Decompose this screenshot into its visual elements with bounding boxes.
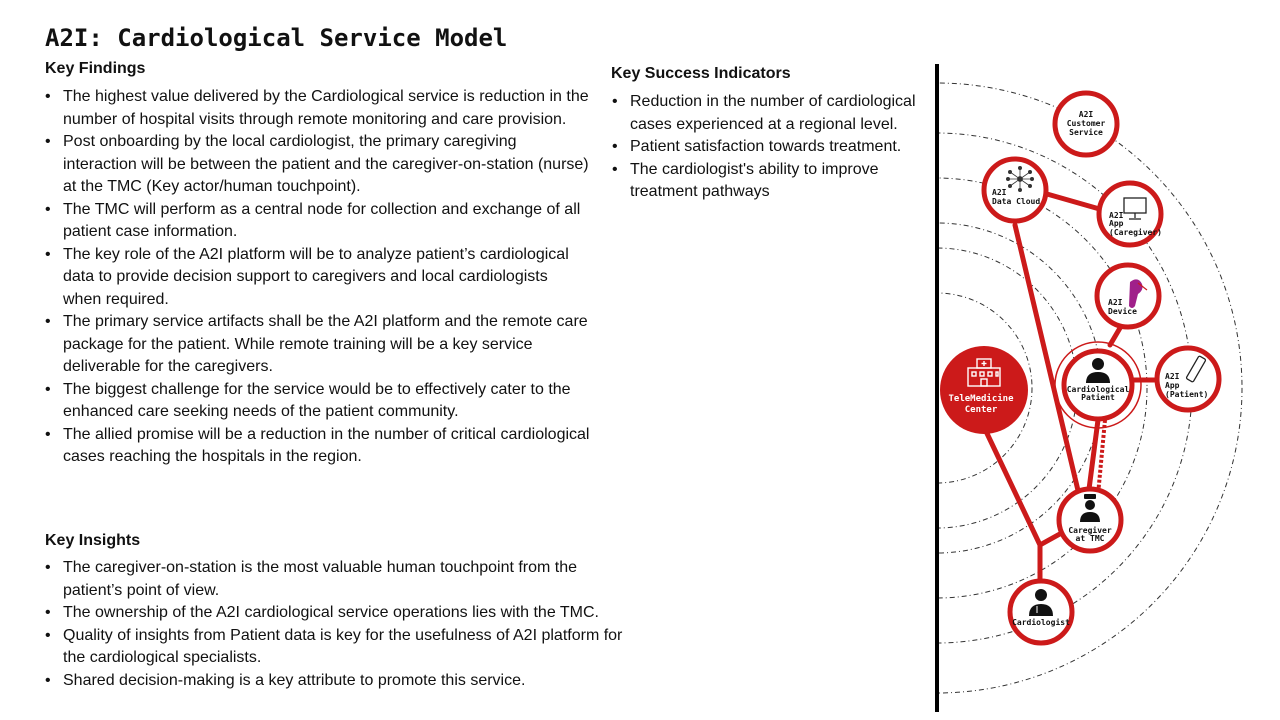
- node-customer-service: A2I Customer Service: [1052, 90, 1120, 158]
- connector-device-patient: [1107, 325, 1123, 348]
- page-title: A2I: Cardiological Service Model: [45, 24, 508, 52]
- node-app-patient: A2I App (Patient): [1154, 345, 1222, 413]
- list-item: Reduction in the number of cardiological…: [612, 91, 932, 136]
- list-item: The allied promise will be a reduction i…: [45, 424, 590, 469]
- node-caregiver-tmc: Caregiver at TMC: [1056, 486, 1124, 554]
- node-tmc: TeleMedicine Center: [940, 346, 1028, 434]
- list-item: The highest value delivered by the Cardi…: [45, 86, 590, 131]
- list-item: The ownership of the A2I cardiological s…: [45, 602, 630, 625]
- key-findings-list: The highest value delivered by the Cardi…: [45, 86, 590, 469]
- key-success-indicators-list: Reduction in the number of cardiological…: [612, 91, 932, 204]
- list-item: The primary service artifacts shall be t…: [45, 311, 590, 379]
- node-patient: Cardiological Patient: [1054, 341, 1142, 429]
- doctor-icon: [1029, 589, 1053, 616]
- svg-text:Caregiver: Caregiver: [1068, 525, 1112, 535]
- key-findings-heading: Key Findings: [45, 60, 146, 77]
- list-item: Quality of insights from Patient data is…: [45, 625, 630, 670]
- list-item: Shared decision-making is a key attribut…: [45, 670, 630, 693]
- svg-text:A2I: A2I: [992, 188, 1007, 197]
- svg-text:(Caregiver): (Caregiver): [1109, 227, 1162, 237]
- node-device: A2I Device: [1094, 262, 1162, 330]
- person-icon: [1086, 358, 1110, 383]
- connector-cloud-caregiver: [1012, 222, 1088, 523]
- monitor-icon: [1123, 197, 1147, 220]
- svg-text:at TMC: at TMC: [1076, 534, 1105, 543]
- network-icon: [1006, 165, 1035, 192]
- svg-text:A2I: A2I: [1079, 110, 1094, 119]
- node-cardiologist: Cardiologist: [1007, 578, 1075, 646]
- list-item: The caregiver-on-station is the most val…: [45, 557, 630, 602]
- key-success-indicators-heading: Key Success Indicators: [611, 65, 791, 82]
- hearing-device-icon: [1129, 279, 1148, 308]
- list-item: The cardiologist's ability to improve tr…: [612, 159, 932, 204]
- list-item: The key role of the A2I platform will be…: [45, 244, 590, 312]
- list-item: The TMC will perform as a central node f…: [45, 199, 590, 244]
- svg-text:Patient: Patient: [1081, 392, 1115, 402]
- orbit-ring: [937, 177, 1148, 599]
- svg-text:Data Cloud: Data Cloud: [992, 197, 1040, 206]
- list-item: Patient satisfaction towards treatment.: [612, 136, 932, 159]
- svg-text:(Patient): (Patient): [1165, 389, 1208, 399]
- svg-text:Center: Center: [965, 405, 998, 415]
- hospital-icon: [967, 358, 1001, 387]
- nurse-icon: [1080, 494, 1100, 522]
- svg-text:Device: Device: [1108, 306, 1137, 316]
- svg-text:Service: Service: [1069, 127, 1103, 137]
- key-insights-heading: Key Insights: [45, 532, 141, 549]
- node-app-caregiver: A2I App (Caregiver): [1096, 180, 1164, 248]
- connector-tmc-cardiologist: [980, 422, 1043, 548]
- orbit-ring: [937, 292, 1033, 484]
- svg-text:Customer: Customer: [1067, 119, 1106, 128]
- key-insights-list: The caregiver-on-station is the most val…: [45, 557, 630, 692]
- svg-text:TeleMedicine: TeleMedicine: [948, 393, 1014, 404]
- list-item: The biggest challenge for the service wo…: [45, 379, 590, 424]
- node-data-cloud: A2I Data Cloud: [981, 156, 1049, 224]
- svg-text:App: App: [1109, 219, 1124, 228]
- svg-text:A2I: A2I: [1109, 211, 1124, 220]
- svg-text:Cardiological: Cardiological: [1067, 384, 1130, 394]
- list-item: Post onboarding by the local cardiologis…: [45, 131, 590, 199]
- svg-text:App: App: [1165, 381, 1180, 390]
- phone-icon: [1185, 355, 1207, 383]
- dotted-connector: [1096, 419, 1107, 496]
- orbit-ring: [937, 82, 1243, 694]
- svg-text:A2I: A2I: [1165, 372, 1180, 381]
- svg-text:Cardiologist: Cardiologist: [1012, 617, 1070, 627]
- svg-text:A2I: A2I: [1108, 298, 1123, 307]
